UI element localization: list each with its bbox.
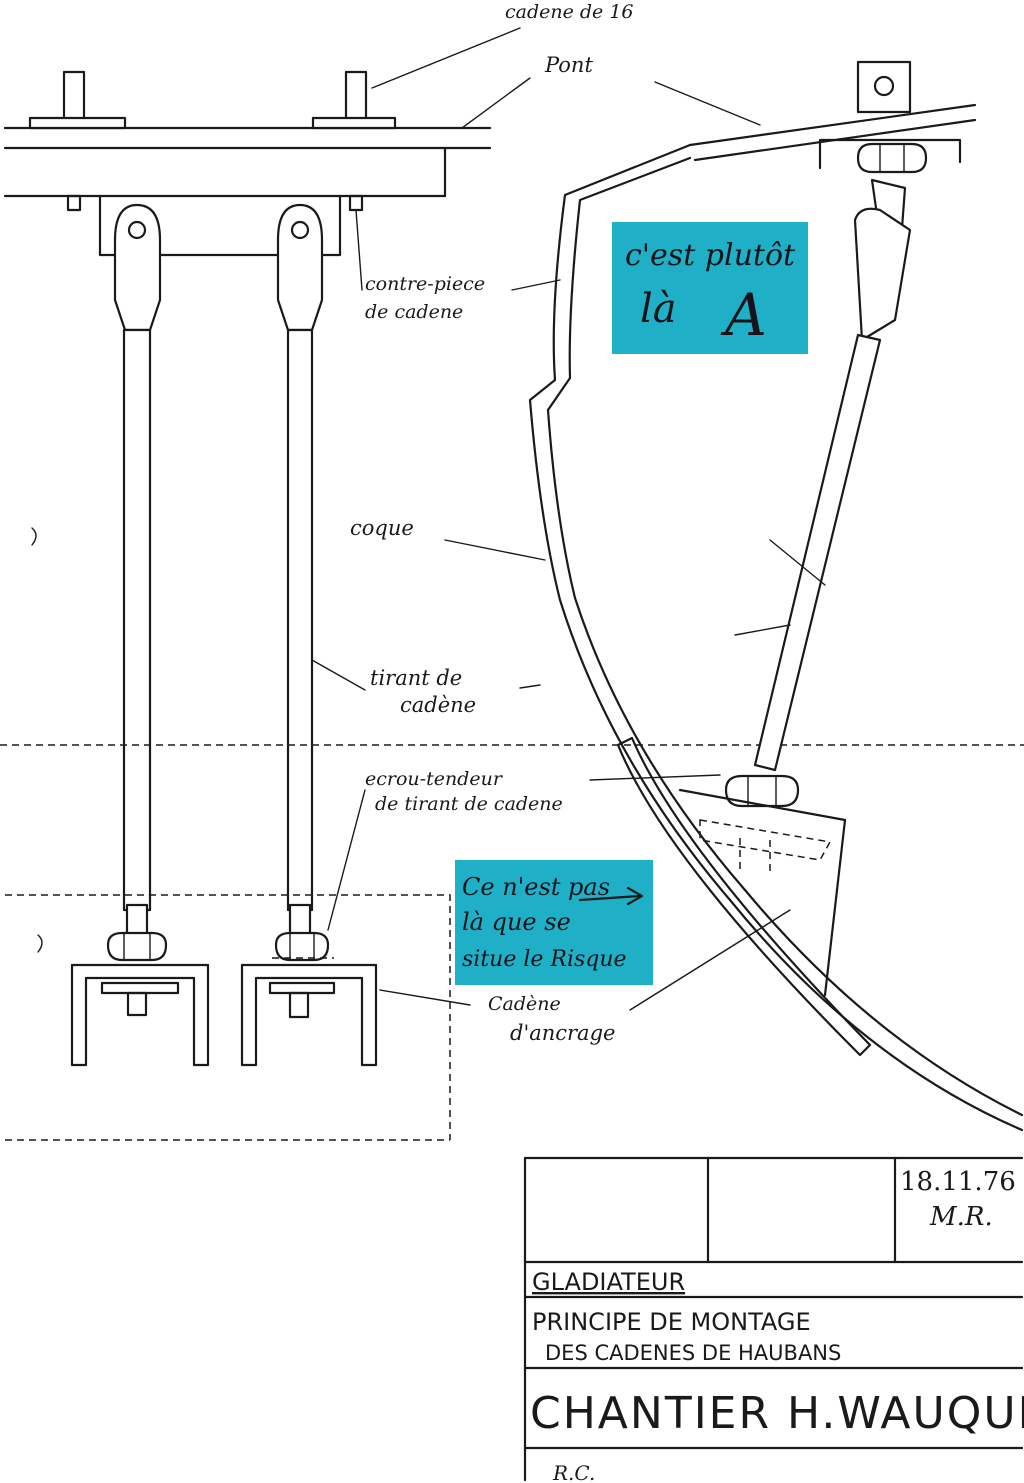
right-section-view <box>528 60 1024 1132</box>
sticky-note-bottom-line2: là que se <box>462 908 571 936</box>
title-block: 18.11.76 M.R. GLADIATEUR PRINCIPE DE MON… <box>523 1156 1024 1483</box>
sticky-note-top-letter: A <box>720 281 767 349</box>
leader-lines <box>311 27 826 1011</box>
label-ecrou-tendeur-line1: ecrou-tendeur <box>365 768 504 790</box>
stray-mark-1 <box>31 527 37 546</box>
title-project-name: GLADIATEUR <box>532 1268 685 1296</box>
label-tirant-line2: cadène <box>400 693 476 717</box>
title-subtitle-line1: PRINCIPE DE MONTAGE <box>532 1308 811 1336</box>
sticky-note-top-line1: c'est plutôt <box>625 238 796 273</box>
sticky-note-bottom-line3: situe le Risque <box>462 947 627 972</box>
sticky-note-bottom-line1: Ce n'est pas <box>462 873 610 901</box>
label-contre-piece-line1: contre-piece <box>365 273 485 295</box>
label-cadene-ancrage-line2: d'ancrage <box>510 1021 615 1045</box>
sticky-note-bottom: Ce n'est pas là que se situe le Risque <box>455 860 653 985</box>
label-cadene-de-16: cadene de 16 <box>505 1 634 23</box>
label-coque: coque <box>350 516 414 540</box>
label-contre-piece-line2: de cadene <box>365 301 463 323</box>
label-ecrou-tendeur-line2: de tirant de cadene <box>375 793 563 815</box>
label-cadene-ancrage-line1: Cadène <box>488 993 561 1015</box>
title-company: CHANTIER H.WAUQUIEZ <box>530 1388 1024 1439</box>
title-footer: R.C. <box>552 1461 595 1483</box>
sticky-note-top: c'est plutôt là A <box>612 222 808 354</box>
left-elevation-view <box>0 70 1024 1141</box>
title-date: 18.11.76 <box>900 1167 1016 1197</box>
stray-mark-2 <box>37 934 43 953</box>
label-tirant-line1: tirant de <box>370 666 462 690</box>
sticky-note-top-line2: là <box>640 286 677 332</box>
title-initials: M.R. <box>929 1202 993 1232</box>
title-subtitle-line2: DES CADENES DE HAUBANS <box>545 1341 841 1365</box>
label-pont: Pont <box>544 53 593 77</box>
